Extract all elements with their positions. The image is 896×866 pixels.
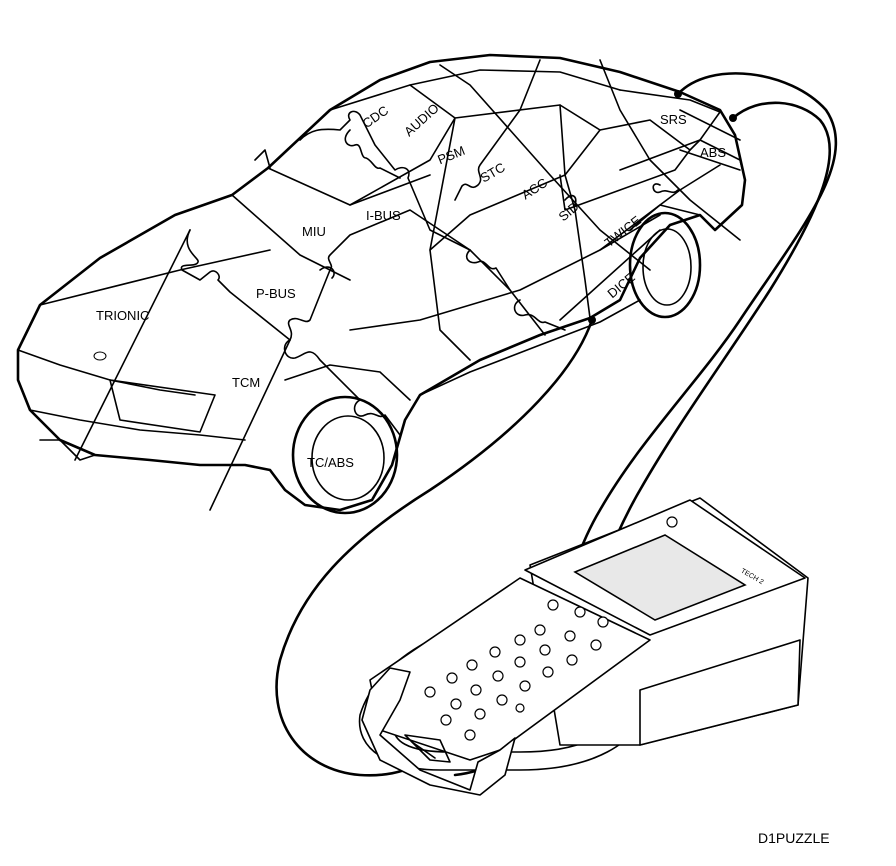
- module-labels: CDC AUDIO PSM STC ACC SRS ABS SID TWICE …: [96, 100, 726, 470]
- label-audio: AUDIO: [401, 100, 442, 139]
- tool-screen: [573, 534, 747, 621]
- label-sid: SID: [556, 199, 582, 224]
- label-ibus: I-BUS: [366, 208, 401, 223]
- label-acc: ACC: [519, 175, 550, 203]
- label-abs: ABS: [700, 145, 726, 160]
- label-trionic: TRIONIC: [96, 308, 149, 323]
- puzzle-lines: [74, 59, 741, 511]
- label-cdc: CDC: [359, 103, 391, 131]
- label-tcm: TCM: [232, 375, 260, 390]
- car-outline: [16, 53, 747, 515]
- figure-id: D1PUZZLE: [758, 830, 830, 846]
- label-psm: PSM: [435, 143, 467, 167]
- label-miu: MIU: [302, 224, 326, 239]
- tool-keypad: [424, 599, 609, 741]
- label-pbus: P-BUS: [256, 286, 296, 301]
- label-tcabs: TC/ABS: [307, 455, 354, 470]
- label-srs: SRS: [660, 112, 687, 127]
- tech2-scan-tool: TECH 2: [358, 497, 809, 796]
